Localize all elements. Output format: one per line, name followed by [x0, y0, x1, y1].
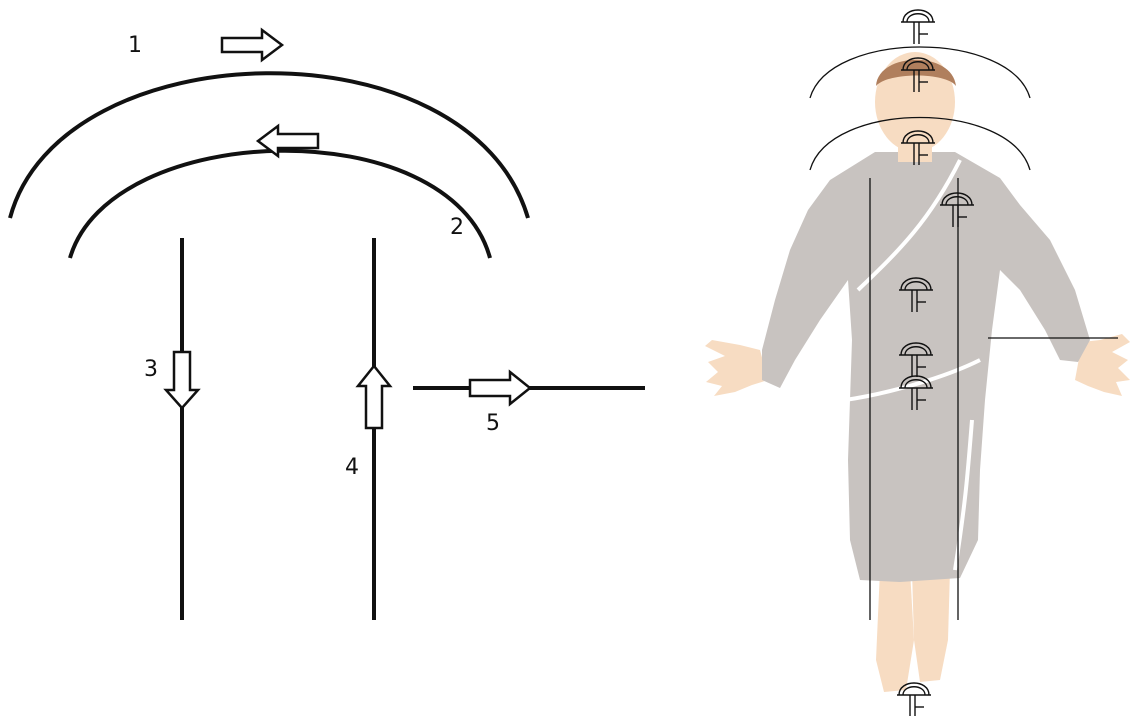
right-foot: [912, 570, 950, 682]
arrow-up-4: [358, 366, 390, 428]
arrow-right-1: [222, 30, 282, 60]
label-3: 3: [144, 357, 158, 382]
label-4: 4: [345, 455, 359, 480]
symbol-marker: [897, 683, 931, 716]
label-5: 5: [486, 411, 500, 436]
left-hand: [705, 340, 768, 396]
label-1: 1: [128, 33, 142, 58]
arrow-down-3: [166, 352, 198, 408]
symbol-marker: [901, 10, 935, 44]
arc-2: [70, 151, 490, 258]
arrow-right-5: [470, 372, 530, 404]
left-foot: [876, 570, 914, 692]
left-flow-diagram: [10, 73, 645, 620]
label-2: 2: [450, 215, 464, 240]
